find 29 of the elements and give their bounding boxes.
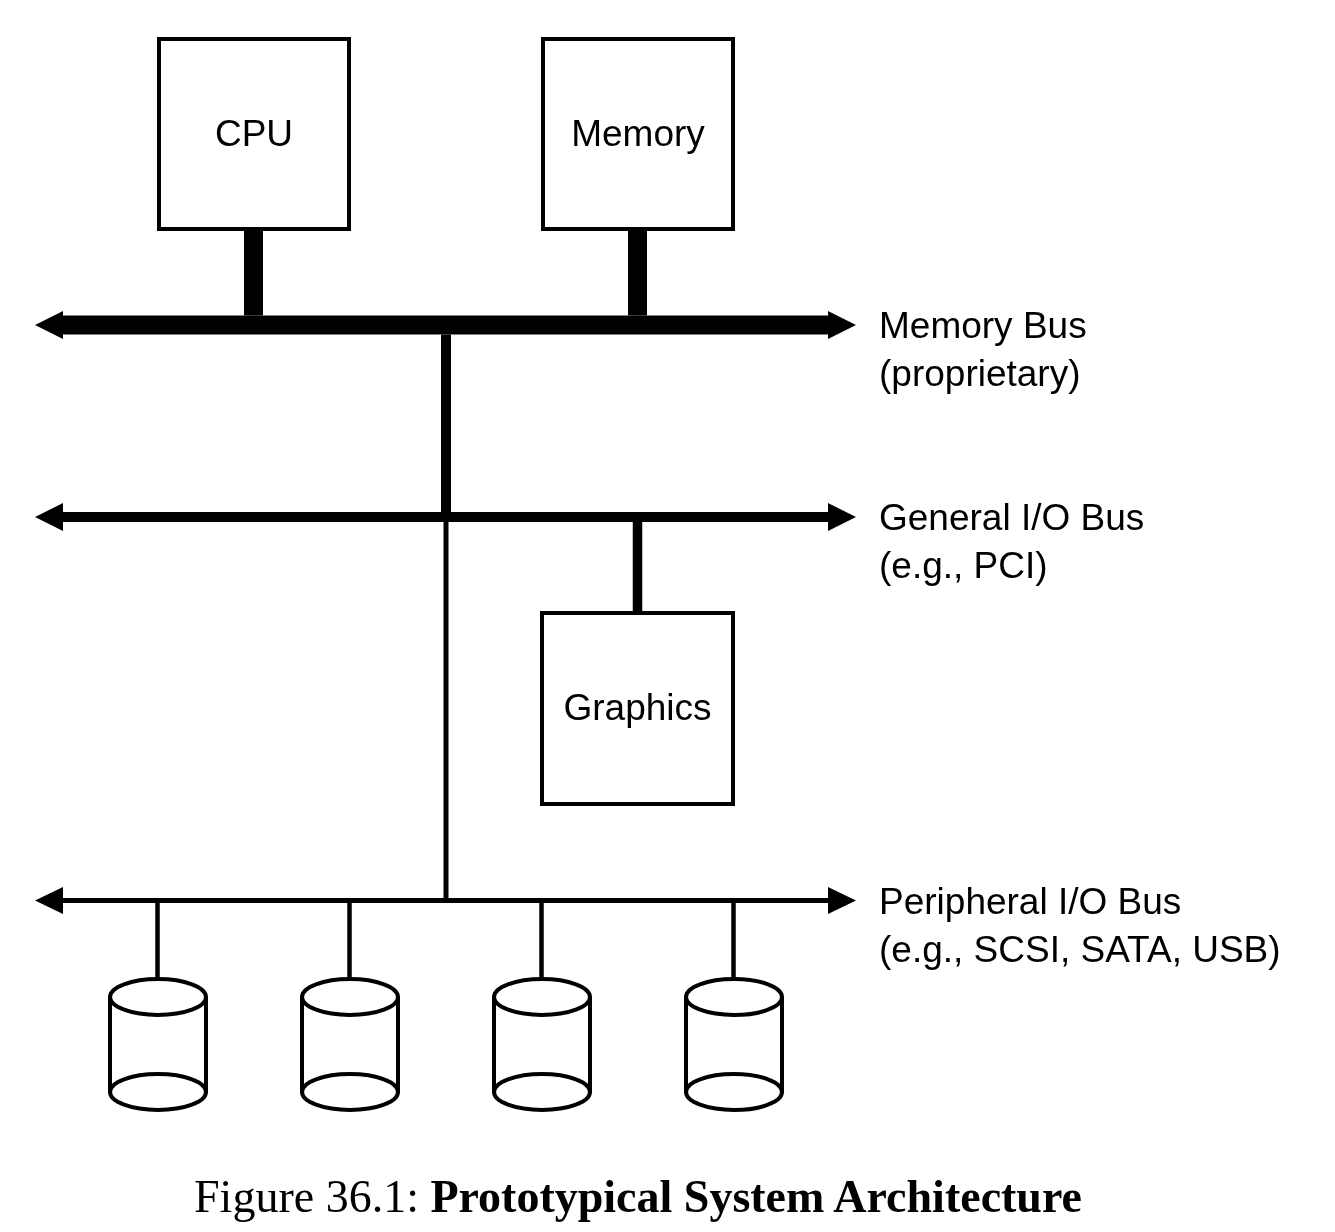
connector-line (731, 903, 736, 977)
bus-label: (e.g., SCSI, SATA, USB) (879, 927, 1281, 972)
component-label: CPU (214, 111, 294, 156)
disk-cylinder (300, 977, 400, 1112)
component-box (157, 37, 351, 231)
component-label: Memory (571, 111, 705, 156)
connector-line (443, 522, 449, 898)
figure-caption: Figure 36.1: Prototypical System Architecture (194, 1170, 1082, 1223)
disk-cylinder (684, 977, 784, 1112)
double-arrow-bus (35, 503, 856, 531)
connector-line (155, 903, 160, 977)
disk-cylinder (492, 977, 592, 1112)
bus-label: (proprietary) (879, 351, 1081, 396)
bus-label: Memory Bus (879, 304, 1087, 348)
double-arrow-bus (35, 887, 856, 914)
connector-line (539, 903, 544, 977)
connector-line (628, 231, 647, 316)
component-box (540, 611, 735, 806)
connector-line (632, 522, 643, 611)
connector-line (347, 903, 352, 977)
double-arrow-bus (35, 311, 856, 339)
component-box (541, 37, 735, 231)
connector-line (441, 334, 451, 512)
component-label: Graphics (563, 686, 712, 731)
bus-label: Peripheral I/O Bus (879, 880, 1182, 924)
bus-label: General I/O Bus (879, 496, 1145, 540)
bus-label: (e.g., PCI) (879, 543, 1048, 588)
disk-cylinder (108, 977, 208, 1112)
connector-line (244, 231, 263, 316)
